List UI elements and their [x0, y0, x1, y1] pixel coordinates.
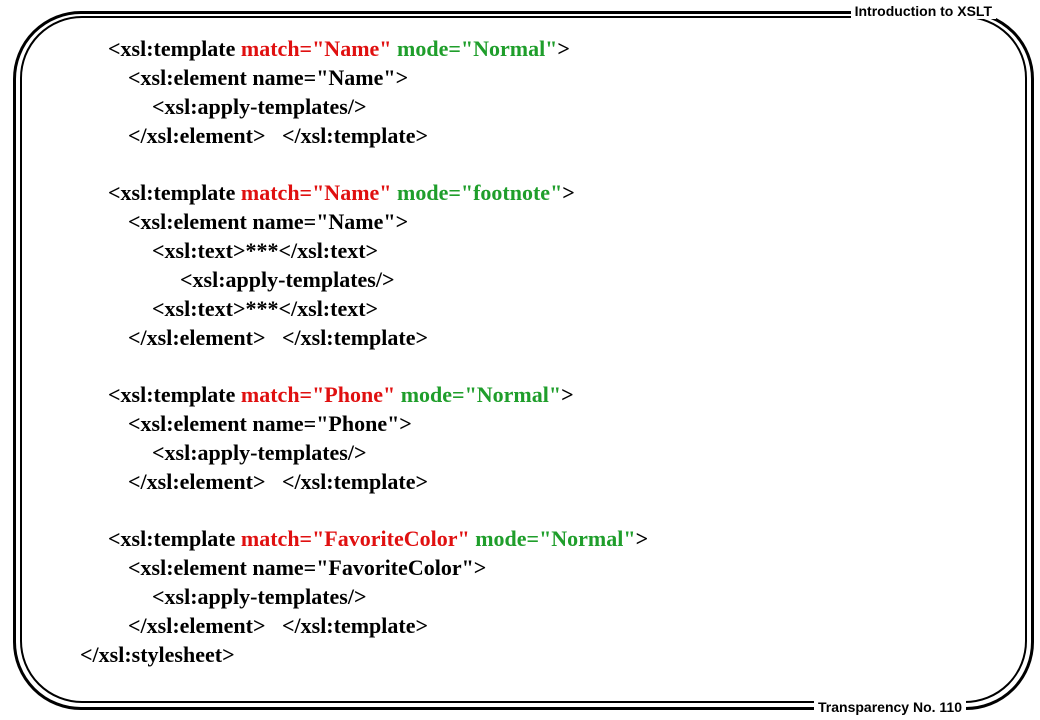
code-line: <xsl:template match="FavoriteColor" mode… — [108, 526, 648, 552]
transparency-number: Transparency No. 110 — [814, 699, 966, 715]
mode-attribute: mode="Normal" — [391, 36, 558, 61]
code-tag-end: > — [562, 180, 575, 205]
code-tag: <xsl:template — [108, 180, 241, 205]
code-line: <xsl:apply-templates/> — [152, 94, 367, 119]
code-line: </xsl:element> </xsl:template> — [128, 123, 429, 148]
code-line: <xsl:element name="Phone"> — [128, 411, 412, 436]
code-line: <xsl:text>***</xsl:text> — [152, 238, 379, 263]
code-line: <xsl:element name="FavoriteColor"> — [128, 555, 487, 580]
code-line: <xsl:apply-templates/> — [180, 267, 395, 292]
slide-frame-inner — [20, 16, 1027, 703]
code-tag: <xsl:template — [108, 36, 241, 61]
slide-frame-outer — [13, 11, 1034, 710]
header-title: Introduction to XSLT — [850, 3, 996, 19]
mode-attribute: mode="Normal" — [469, 526, 636, 551]
code-line: <xsl:element name="Name"> — [128, 65, 409, 90]
match-attribute: match="Name" — [240, 36, 392, 61]
code-line: <xsl:element name="Name"> — [128, 209, 409, 234]
match-attribute: match="Name" — [240, 180, 392, 205]
code-tag-end: > — [557, 36, 570, 61]
code-tag-end: > — [561, 382, 574, 407]
code-line: <xsl:apply-templates/> — [152, 440, 367, 465]
code-tag-end: > — [635, 526, 649, 551]
code-line: </xsl:element> </xsl:template> — [128, 469, 429, 494]
code-tag: <xsl:template — [108, 382, 241, 407]
code-line: <xsl:apply-templates/> — [152, 584, 367, 609]
code-line: </xsl:element> </xsl:template> — [128, 613, 429, 638]
code-line: </xsl:stylesheet> — [80, 642, 235, 667]
code-line: </xsl:element> </xsl:template> — [128, 325, 429, 350]
mode-attribute: mode="footnote" — [391, 180, 563, 205]
match-attribute: match="FavoriteColor" — [240, 526, 470, 551]
code-line: <xsl:template match="Name" mode="Normal"… — [108, 36, 570, 62]
code-line: <xsl:template match="Phone" mode="Normal… — [108, 382, 574, 408]
mode-attribute: mode="Normal" — [395, 382, 562, 407]
code-line: <xsl:text>***</xsl:text> — [152, 296, 379, 321]
code-tag: <xsl:template — [108, 526, 241, 551]
code-line: <xsl:template match="Name" mode="footnot… — [108, 180, 575, 206]
match-attribute: match="Phone" — [240, 382, 396, 407]
